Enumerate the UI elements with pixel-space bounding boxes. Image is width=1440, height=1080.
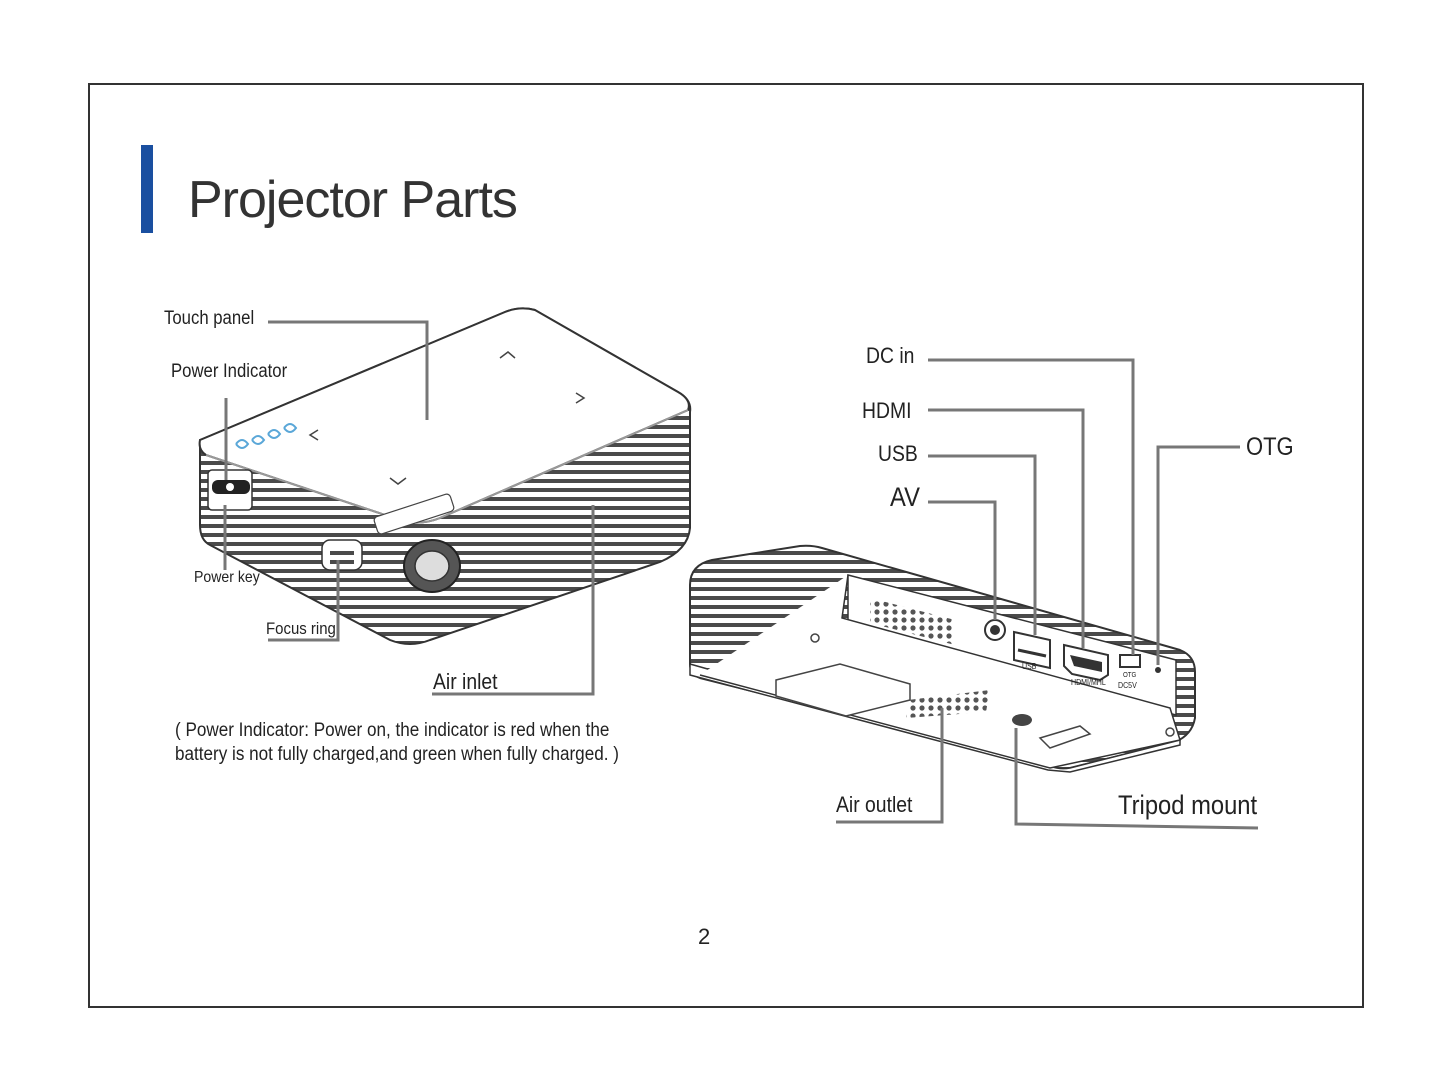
label-av: AV — [890, 482, 920, 513]
dc-port-marking: DC5V — [1118, 681, 1137, 690]
otg-port-marking: OTG — [1123, 672, 1136, 679]
label-air-inlet: Air inlet — [433, 669, 498, 695]
label-air-outlet: Air outlet — [836, 792, 912, 818]
label-focus-ring: Focus ring — [266, 619, 336, 639]
power-indicator-note: ( Power Indicator: Power on, the indicat… — [175, 719, 661, 767]
note-line-2: battery is not fully charged,and green w… — [175, 743, 661, 767]
label-hdmi: HDMI — [862, 398, 911, 424]
label-dc-in: DC in — [866, 343, 914, 369]
label-otg: OTG — [1246, 433, 1294, 462]
label-usb: USB — [878, 441, 918, 467]
hdmi-port-marking: HDMI/MHL — [1071, 678, 1106, 687]
label-touch-panel: Touch panel — [164, 308, 254, 330]
page-number: 2 — [698, 924, 710, 950]
label-tripod-mount: Tripod mount — [1118, 790, 1257, 821]
note-line-1: ( Power Indicator: Power on, the indicat… — [175, 719, 661, 743]
projector-top-view — [200, 308, 691, 644]
label-power-key: Power key — [194, 569, 260, 587]
usb-port-marking: USB — [1022, 662, 1036, 671]
label-power-indicator: Power Indicator — [171, 361, 287, 383]
